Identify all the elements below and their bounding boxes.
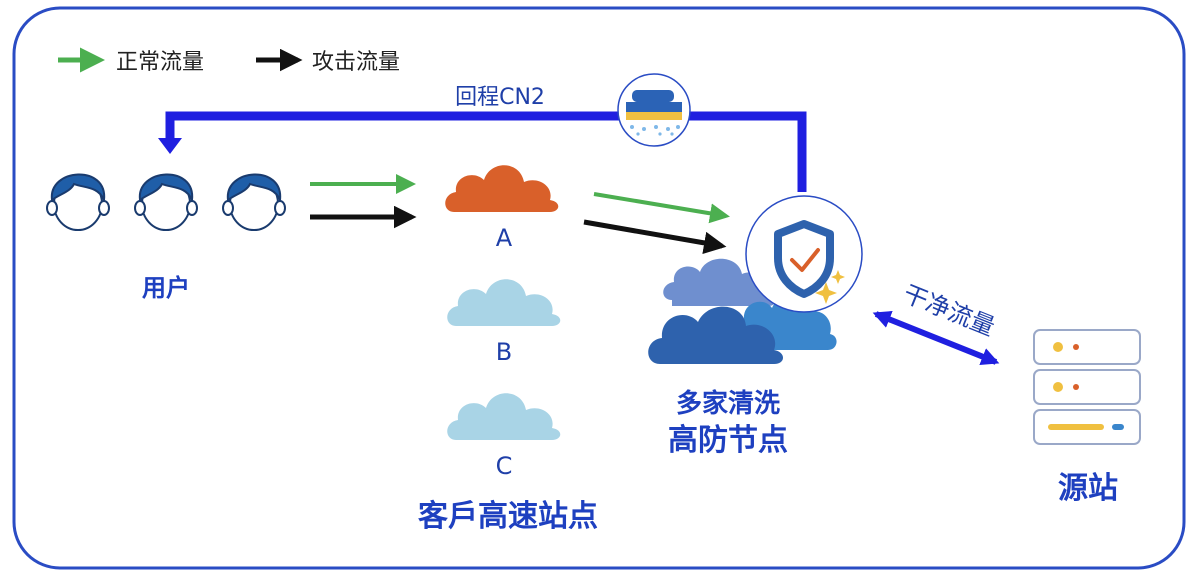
legend: 正常流量 攻击流量 bbox=[58, 47, 400, 75]
node-c: C bbox=[447, 393, 561, 480]
return-route-line bbox=[165, 111, 807, 192]
users-group: 用户 bbox=[46, 173, 286, 302]
clean-traffic-arrow bbox=[872, 310, 1000, 366]
nodes-title: 客戶高速站点 bbox=[418, 499, 598, 534]
node-b-label: B bbox=[496, 338, 512, 366]
scrubbing-cluster: 多家清洗 高防节点 bbox=[648, 195, 863, 458]
return-route-arrowhead bbox=[158, 138, 182, 154]
return-route-label: 回程CN2 bbox=[455, 85, 545, 110]
users-label: 用户 bbox=[142, 274, 190, 302]
diagram-frame bbox=[12, 6, 1186, 570]
cloud-cluster-icon bbox=[648, 258, 837, 364]
node-c-label: C bbox=[496, 452, 513, 480]
attack-traffic-arrow bbox=[583, 219, 727, 254]
origin-label: 源站 bbox=[1058, 471, 1118, 506]
node-b: B bbox=[447, 279, 561, 366]
scrubbing-label-line2: 高防节点 bbox=[668, 423, 788, 458]
normal-traffic-arrow bbox=[593, 192, 730, 224]
legend-attack-label: 攻击流量 bbox=[312, 50, 400, 75]
cleaning-brush-icon bbox=[617, 73, 691, 147]
scrubbing-label-line1: 多家清洗 bbox=[676, 388, 780, 419]
legend-normal-label: 正常流量 bbox=[116, 50, 204, 75]
node-a: A bbox=[445, 165, 559, 252]
node-a-label: A bbox=[496, 224, 513, 252]
shield-check-icon bbox=[745, 195, 863, 313]
server-icon bbox=[1033, 329, 1141, 445]
return-route: 回程CN2 bbox=[158, 73, 807, 192]
